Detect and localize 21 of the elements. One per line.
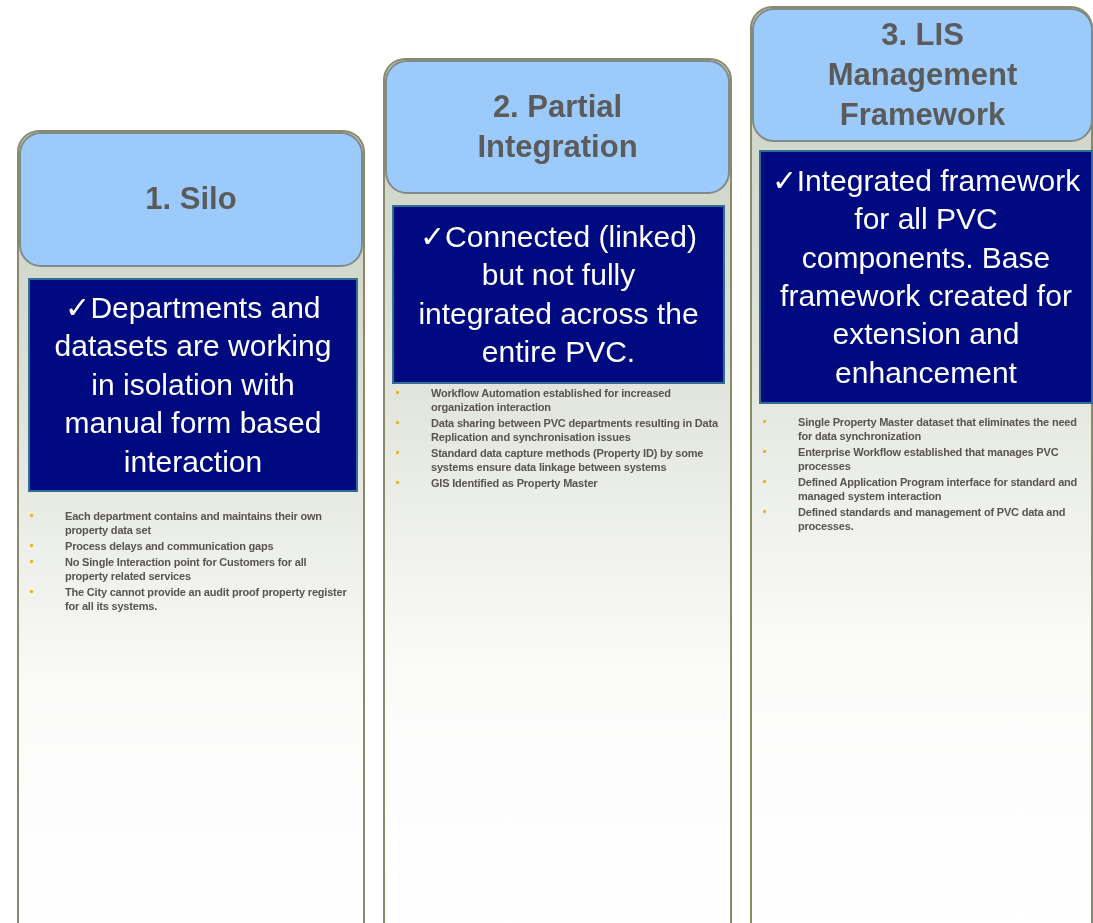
stage-column [750,6,1093,923]
stage-column [383,58,732,923]
bullet-text: Process delays and communication gaps [65,540,274,552]
bullet-text: The City cannot provide an audit proof property register for all its systems. [65,586,347,612]
bullet-text: Defined standards and management of PVC data and processes. [798,506,1066,532]
bullet-text: No Single Interaction point for Customers for all property related services [65,556,307,582]
summary-box: ✓Integrated framework for all PVC components. Base framework created for extension and enhancement [759,150,1093,404]
stage-header: 1. Silo [19,132,363,267]
bullet-text: Defined Application Program interface for standard and managed system interaction [798,476,1078,502]
bullet-text: Single Property Master dataset that eliminates the need for data synchronization [798,416,1077,442]
bullet-text: Data sharing between PVC departments resulting in Data Replication and synchronisation issues [431,417,718,443]
bullet-text: GIS Identified as Property Master [431,477,598,489]
bullet-text: Enterprise Workflow established that manages PVC processes [798,446,1059,472]
bullet-text: Workflow Automation established for increased organization interaction [431,387,671,413]
stage-column [17,130,365,923]
stage-header: 2. Partial Integration [385,60,730,194]
bullet-text: Standard data capture methods (Property ID) by some systems ensure data linkage between systems [431,447,704,473]
stage-header: 3. LIS Management Framework [752,8,1093,142]
summary-box: ✓Connected (linked) but not fully integrated across the entire PVC. [392,205,725,384]
bullet-text: Each department contains and maintains their own property data set [65,510,322,536]
summary-box: ✓Departments and datasets are working in isolation with manual form based interaction [28,278,358,492]
